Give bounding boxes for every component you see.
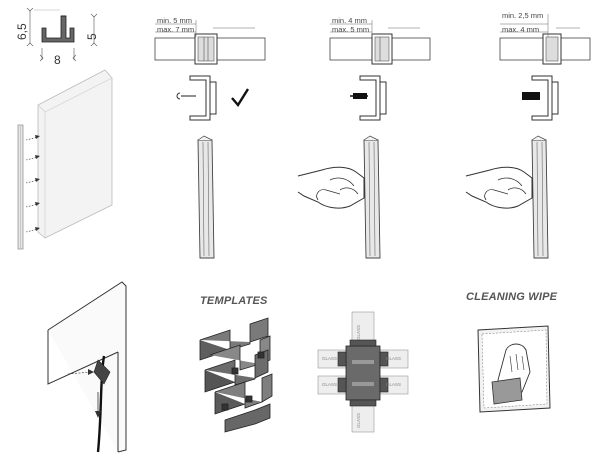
glass-label-bottom: GLASS bbox=[356, 412, 361, 428]
clip-profile-1 bbox=[176, 75, 250, 121]
spec-2-min: min. 4 mm bbox=[332, 16, 368, 25]
profile-width-label: 8 bbox=[54, 53, 61, 67]
thickness-section-2 bbox=[329, 20, 431, 65]
cleaning-wipe-heading: CLEANING WIPE bbox=[466, 291, 558, 303]
glass-label-right-bottom: GLASS bbox=[386, 382, 402, 387]
thickness-section-3 bbox=[499, 14, 591, 65]
vertical-strip-2 bbox=[363, 135, 381, 259]
spec-1-min: min. 5 mm bbox=[157, 16, 193, 25]
vertical-strip-3 bbox=[531, 135, 549, 259]
profile-height-left-label: 6,5 bbox=[15, 23, 29, 40]
spec-3-min: min. 2,5 mm bbox=[502, 11, 544, 20]
checkmark-icon bbox=[231, 88, 250, 108]
hand-icon-1 bbox=[297, 166, 365, 209]
clip-profile-2 bbox=[350, 75, 387, 121]
spec-2-max: max. 5 mm bbox=[332, 25, 370, 34]
hand-icon-2 bbox=[465, 166, 533, 209]
vertical-strip-1 bbox=[197, 135, 215, 259]
thickness-section-1 bbox=[154, 20, 266, 65]
profile-height-right-label: 5 bbox=[85, 33, 99, 40]
profile-cross-section bbox=[26, 7, 98, 62]
glass-panel-illustration bbox=[17, 69, 113, 250]
glass-label-left-top: GLASS bbox=[322, 356, 338, 361]
templates-heading: TEMPLATES bbox=[200, 295, 268, 307]
template-stack-illustration bbox=[199, 317, 273, 433]
glass-label-left-bottom: GLASS bbox=[322, 382, 338, 387]
glass-label-right-top: GLASS bbox=[386, 356, 402, 361]
spec-1-max: max. 7 mm bbox=[157, 25, 195, 34]
spec-3-max: max. 4 mm bbox=[502, 25, 540, 34]
door-corner-illustration bbox=[47, 281, 127, 453]
glass-label-top: GLASS bbox=[356, 324, 361, 340]
clip-profile-3 bbox=[522, 75, 559, 121]
cleaning-wipe-illustration bbox=[477, 325, 551, 413]
template-plan-view bbox=[317, 311, 409, 433]
